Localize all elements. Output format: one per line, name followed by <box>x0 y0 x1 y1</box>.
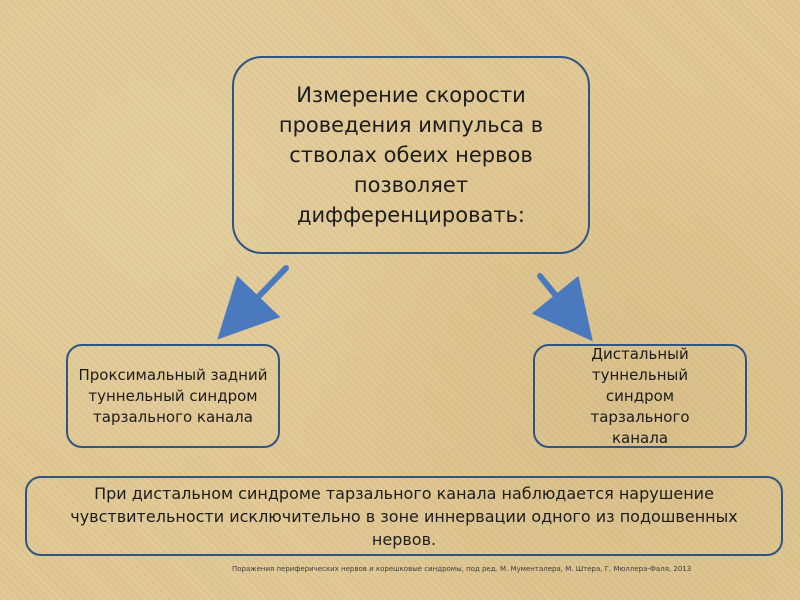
arrow-down-left-icon <box>217 265 289 340</box>
distal-syndrome-box: Дистальный туннельный синдром тарзальног… <box>533 344 747 448</box>
proximal-syndrome-box: Проксимальный задний туннельный синдром … <box>66 344 280 448</box>
distal-syndrome-text: Дистальный туннельный синдром тарзальног… <box>590 344 690 447</box>
distal-syndrome-note-text: При дистальном синдроме тарзального кана… <box>70 483 738 549</box>
distal-syndrome-note-box: При дистальном синдроме тарзального кана… <box>25 476 783 556</box>
main-statement-box: Измерение скорости проведения импульса в… <box>232 56 590 254</box>
proximal-syndrome-text: Проксимальный задний туннельный синдром … <box>78 365 268 426</box>
arrow-down-right-icon <box>531 273 593 342</box>
source-citation: Поражения периферических нервов и корешк… <box>232 565 692 573</box>
main-statement-text: Измерение скорости проведения импульса в… <box>278 83 544 227</box>
